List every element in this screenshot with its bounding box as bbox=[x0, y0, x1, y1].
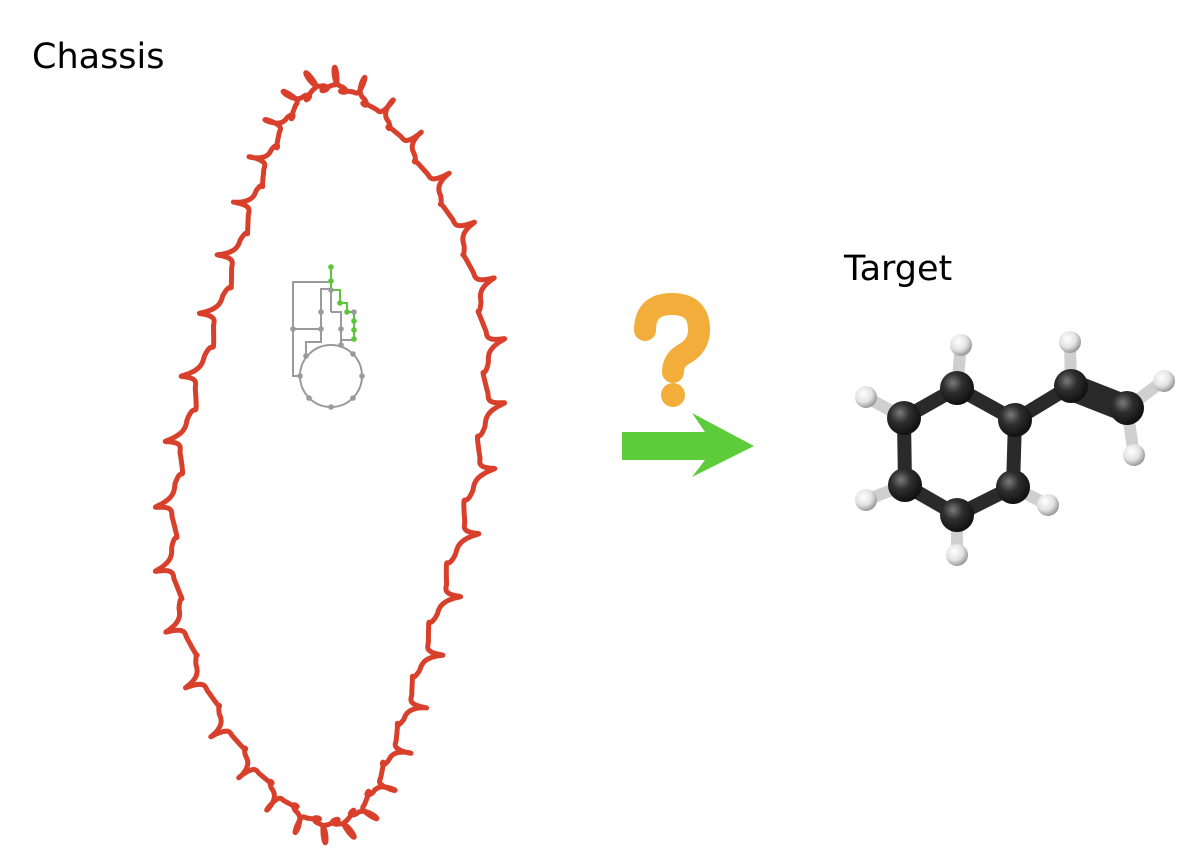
right-arrow-icon bbox=[622, 413, 754, 477]
cell-membrane-icon bbox=[152, 64, 508, 846]
hydrogen-atom bbox=[1123, 444, 1145, 466]
molecule-bonds bbox=[860, 336, 1169, 561]
hydrogen-atom bbox=[1037, 494, 1059, 516]
carbon-atom bbox=[1054, 369, 1088, 403]
hydrogen-atom bbox=[950, 334, 972, 356]
carbon-atom bbox=[1110, 391, 1144, 425]
carbon-atom bbox=[888, 468, 922, 502]
hydrogen-atom bbox=[946, 544, 968, 566]
network-inactive-edges bbox=[292, 281, 363, 408]
question-mark-icon bbox=[634, 293, 710, 407]
carbon-atom bbox=[996, 470, 1030, 504]
carbon-atom bbox=[940, 498, 974, 532]
hydrogen-atom bbox=[855, 386, 877, 408]
carbon-atom bbox=[940, 371, 974, 405]
carbon-atom bbox=[887, 401, 921, 435]
network-nodes bbox=[290, 264, 365, 410]
chassis-label: Chassis bbox=[32, 37, 165, 77]
hydrogen-atom bbox=[855, 489, 877, 511]
hydrogen-atom bbox=[1059, 331, 1081, 353]
hydrogen-atom bbox=[1153, 370, 1175, 392]
carbon-atom bbox=[998, 403, 1032, 437]
styrene-molecule-icon bbox=[855, 331, 1175, 566]
metabolic-network-icon bbox=[290, 264, 365, 410]
target-label: Target bbox=[844, 249, 953, 289]
molecule-atoms bbox=[855, 331, 1175, 566]
